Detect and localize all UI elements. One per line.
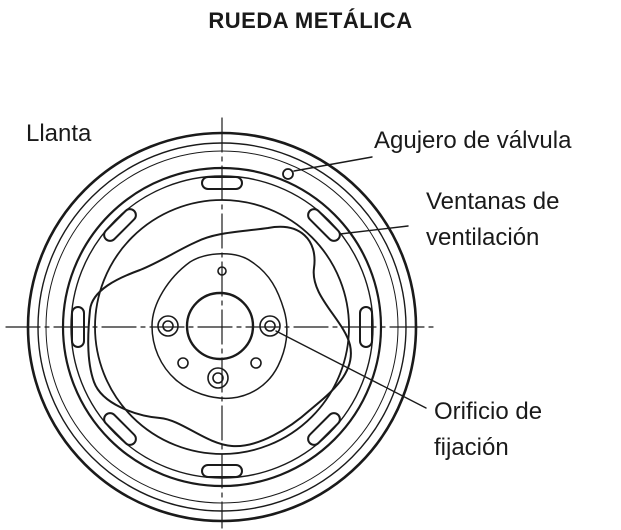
label-fixing-line1: Orificio de xyxy=(434,398,543,425)
ventilation-windows xyxy=(71,176,373,478)
diagram-title: RUEDA METÁLICA xyxy=(208,8,413,33)
center-lines xyxy=(5,117,439,529)
wheel-disc-plate xyxy=(87,225,352,448)
label-vents-line2: ventilación xyxy=(426,224,540,251)
leader-lines xyxy=(275,156,427,409)
fixing-holes xyxy=(157,266,281,389)
label-valve-hole: Agujero de válvula xyxy=(374,127,572,154)
label-vents-line1: Ventanas de xyxy=(426,188,560,215)
valve-hole xyxy=(282,168,294,180)
label-fixing-line2: fijación xyxy=(434,434,509,461)
label-rim: Llanta xyxy=(26,120,92,147)
hub-flange xyxy=(151,253,288,400)
center-bore xyxy=(185,291,255,361)
